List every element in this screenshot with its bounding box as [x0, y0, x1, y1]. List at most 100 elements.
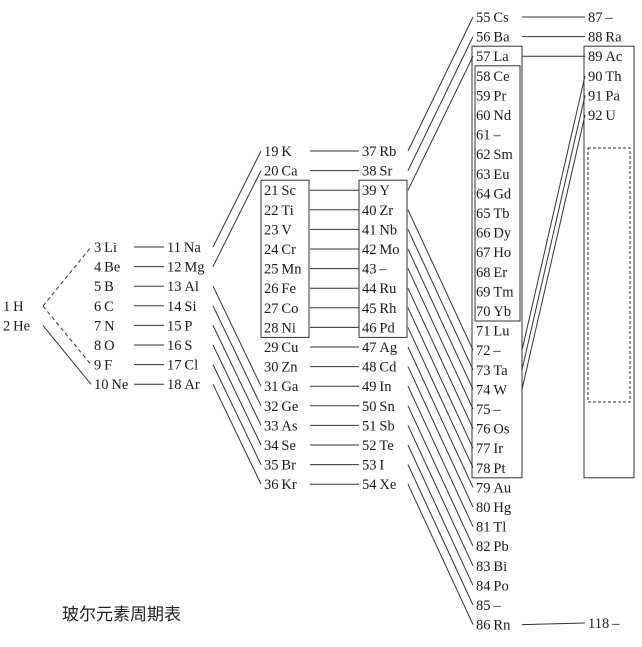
element-118-label: 118 – [588, 616, 620, 632]
element-38-label: 38 Sr [362, 164, 392, 180]
element-77-label: 77 Ir [476, 441, 503, 457]
element-40-label: 40 Zr [362, 203, 393, 219]
element-57-label: 57 La [476, 49, 509, 65]
element-39-label: 39 Y [362, 183, 390, 199]
element-33-label: 33 As [264, 418, 298, 434]
element-4-label: 4 Be [94, 260, 120, 276]
element-53-label: 53 I [362, 458, 384, 474]
element-23-label: 23 V [264, 222, 292, 238]
link-72-90 [521, 75, 586, 351]
link-48-80 [407, 366, 474, 508]
element-64-label: 64 Gd [476, 186, 512, 202]
box-actinides [583, 45, 635, 479]
link-13-31 [212, 285, 262, 387]
link-15-33 [212, 325, 262, 426]
element-60-label: 60 Nd [476, 108, 512, 124]
element-28-label: 28 Ni [264, 320, 296, 336]
element-10-label: 10 Ne [94, 377, 128, 393]
link-54-86 [407, 483, 474, 625]
link-52-84 [407, 444, 474, 586]
element-90-label: 90 Th [588, 69, 622, 85]
element-29-label: 29 Cu [264, 340, 298, 356]
element-20-label: 20 Ca [264, 164, 298, 180]
element-25-label: 25 Mn [264, 262, 302, 278]
link-1-3 [42, 246, 92, 307]
element-82-label: 82 Pb [476, 539, 509, 555]
element-49-label: 49 In [362, 379, 392, 395]
element-1-label: 1 H [3, 299, 24, 315]
element-14-label: 14 Si [167, 299, 197, 315]
element-5-label: 5 B [94, 279, 114, 295]
element-27-label: 27 Co [264, 301, 298, 317]
element-67-label: 67 Ho [476, 245, 511, 261]
element-52-label: 52 Te [362, 438, 394, 454]
link-38-56 [407, 36, 474, 171]
element-18-label: 18 Ar [167, 377, 200, 393]
link-43-75 [407, 268, 474, 410]
element-80-label: 80 Hg [476, 500, 511, 516]
element-11-label: 11 Na [167, 240, 201, 256]
element-8-label: 8 O [94, 338, 115, 354]
link-74-92 [521, 114, 586, 390]
element-88-label: 88 Ra [588, 30, 622, 46]
element-54-label: 54 Xe [362, 477, 396, 493]
element-73-label: 73 Ta [476, 363, 508, 379]
element-62-label: 62 Sm [476, 147, 513, 163]
element-74-label: 74 W [476, 382, 507, 398]
element-37-label: 37 Rb [362, 144, 396, 160]
element-78-label: 78 Pt [476, 461, 506, 477]
element-51-label: 51 Sb [362, 418, 395, 434]
element-59-label: 59 Pr [476, 88, 506, 104]
box-transition-6 [471, 45, 523, 479]
link-86-118 [521, 622, 586, 626]
element-13-label: 13 Al [167, 279, 199, 295]
element-26-label: 26 Fe [264, 281, 296, 297]
element-22-label: 22 Ti [264, 203, 294, 219]
link-37-55 [407, 16, 474, 152]
link-14-32 [212, 305, 262, 407]
box-predicted-dashed [587, 147, 631, 403]
element-46-label: 46 Pd [362, 320, 395, 336]
element-44-label: 44 Ru [362, 281, 396, 297]
element-12-label: 12 Mg [167, 260, 205, 276]
element-70-label: 70 Yb [476, 304, 511, 320]
link-53-85 [407, 464, 474, 606]
link-1-9 [42, 305, 92, 365]
link-17-35 [212, 364, 262, 465]
box-transition-5 [358, 179, 408, 338]
element-19-label: 19 K [264, 144, 292, 160]
link-18-36 [212, 383, 262, 485]
element-83-label: 83 Bi [476, 559, 507, 575]
element-89-label: 89 Ac [588, 49, 622, 65]
element-45-label: 45 Rh [362, 301, 397, 317]
element-32-label: 32 Ge [264, 399, 298, 415]
element-76-label: 76 Os [476, 422, 510, 438]
element-21-label: 21 Sc [264, 183, 296, 199]
link-44-76 [407, 287, 474, 429]
link-41-73 [407, 229, 474, 371]
element-87-label: 87 – [588, 10, 613, 26]
element-81-label: 81 Tl [476, 520, 506, 536]
element-36-label: 36 Kr [264, 477, 297, 493]
link-47-79 [407, 346, 474, 488]
caption: 玻尔元素周期表 [62, 605, 181, 625]
element-84-label: 84 Po [476, 578, 509, 594]
box-rare-earth [474, 65, 521, 322]
element-6-label: 6 C [94, 299, 114, 315]
element-79-label: 79 Au [476, 480, 511, 496]
link-50-82 [407, 405, 474, 547]
element-48-label: 48 Cd [362, 360, 397, 376]
link-2-10 [42, 325, 92, 385]
element-91-label: 91 Pa [588, 88, 620, 104]
link-49-81 [407, 385, 474, 527]
element-35-label: 35 Br [264, 458, 296, 474]
element-42-label: 42 Mo [362, 242, 400, 258]
element-9-label: 9 F [94, 358, 112, 374]
element-16-label: 16 S [167, 338, 192, 354]
link-73-91 [521, 95, 586, 370]
link-40-72 [407, 209, 474, 351]
element-3-label: 3 Li [94, 240, 117, 256]
element-71-label: 71 Lu [476, 324, 510, 340]
element-34-label: 34 Se [264, 438, 296, 454]
